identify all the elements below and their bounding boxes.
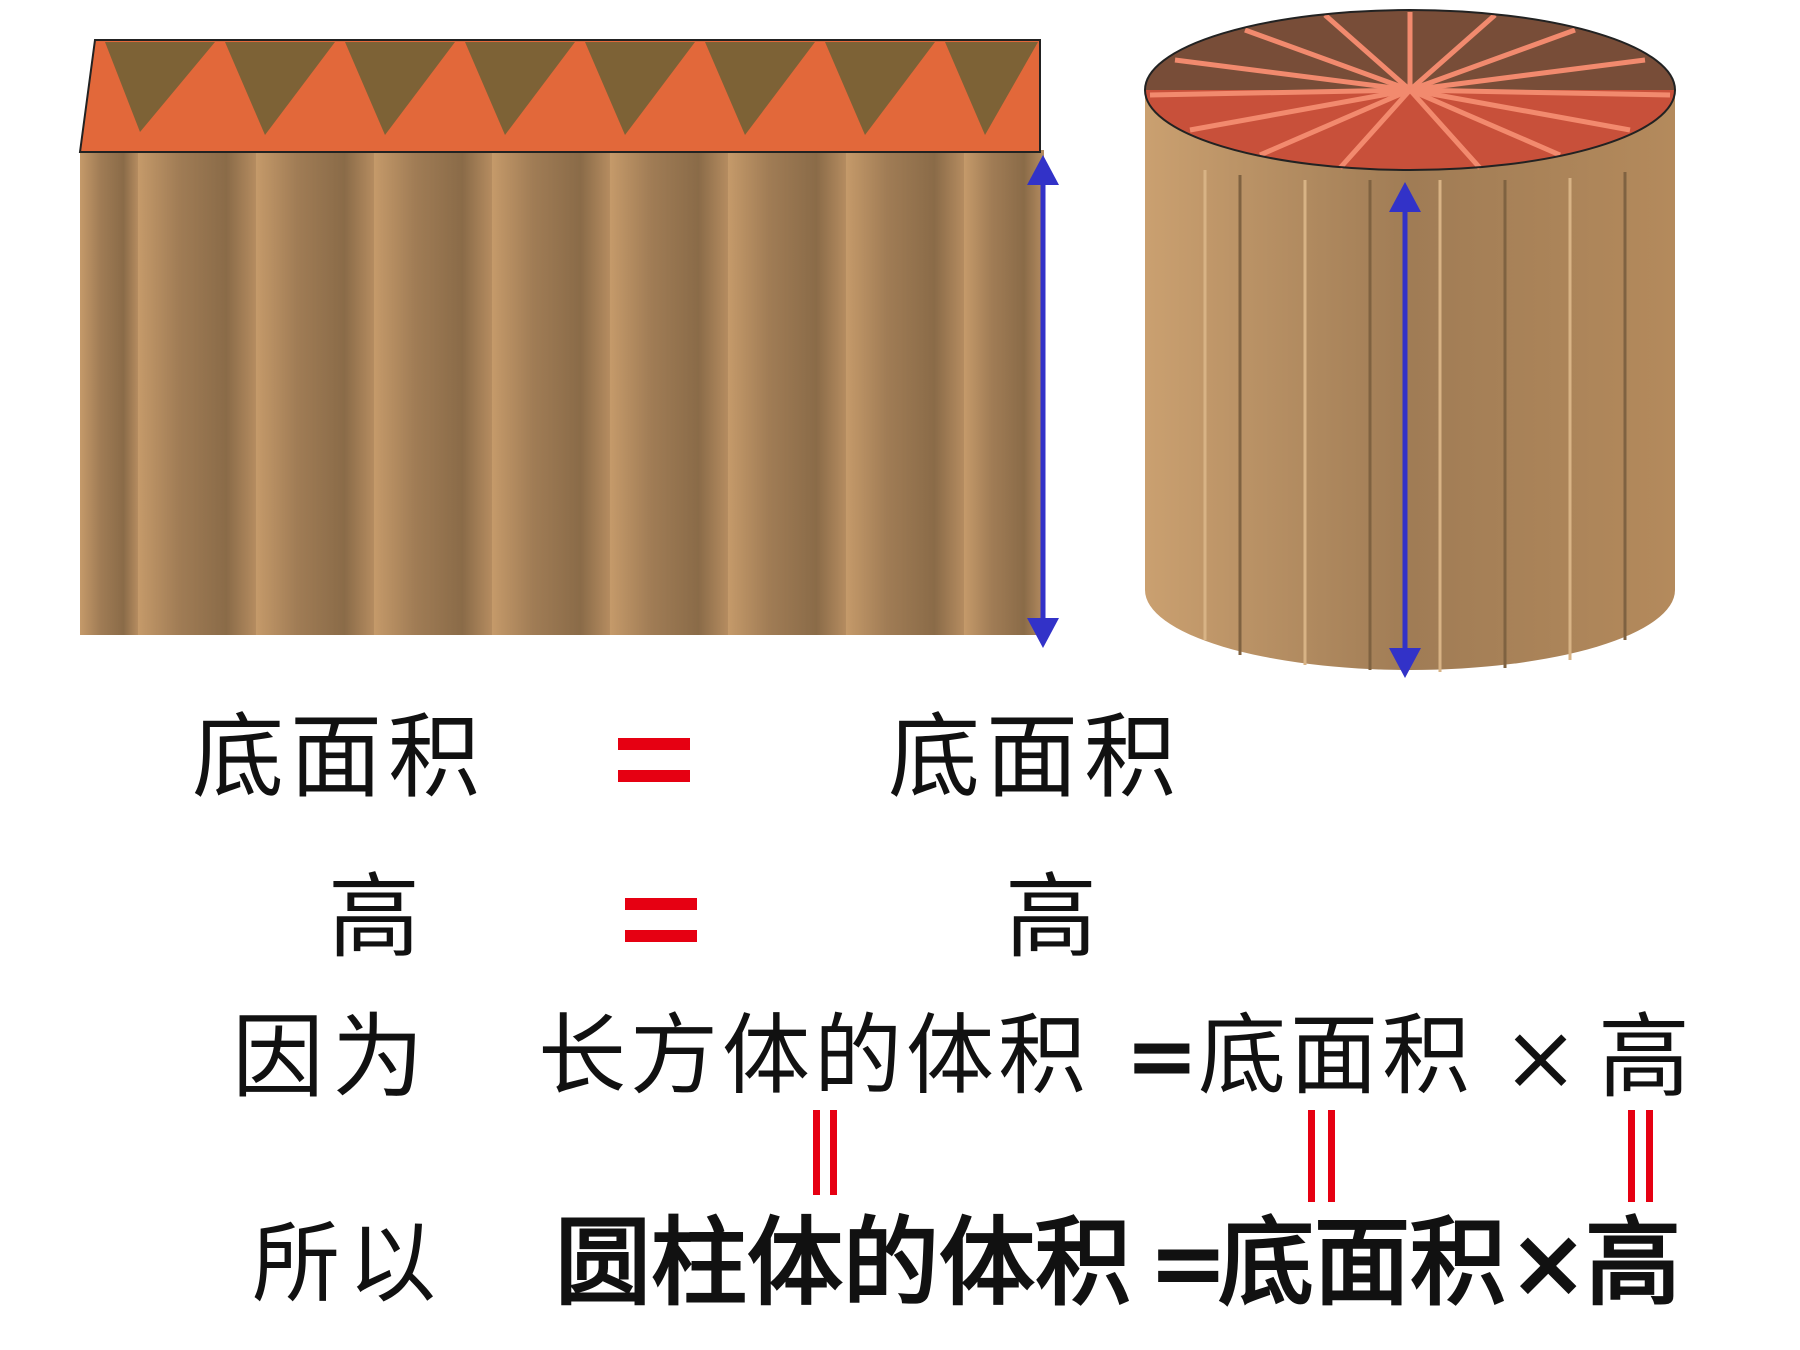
link-volume-bar-2 (830, 1110, 837, 1195)
cuboid-front (80, 150, 1044, 660)
cuboid-top (78, 39, 1041, 153)
row2-right-height: 高 (1005, 864, 1098, 971)
link-base-area-bar-1 (1308, 1110, 1315, 1202)
row2-left-height: 高 (328, 864, 421, 971)
row3-because: 因为 (232, 1004, 433, 1111)
row2-equals-top (625, 898, 697, 910)
row2-equals-bottom (625, 930, 697, 942)
cuboid-height-arrow (1027, 155, 1059, 648)
link-height-bar-1 (1628, 1110, 1635, 1202)
cylinder-height-arrow (1389, 182, 1421, 678)
row4-therefore: 所以 (252, 1212, 445, 1315)
row4-cylinder-volume: 圆柱体的体积 (555, 1207, 1131, 1319)
row4-times: × (1508, 1207, 1589, 1319)
row3-cuboid-volume: 长方体的体积 (538, 1004, 1091, 1107)
cylinder-top (1144, 9, 1676, 171)
row3-times: × (1502, 1004, 1580, 1111)
row1-equals-bottom (618, 770, 690, 782)
row1-left-base-area: 底面积 (192, 704, 487, 811)
link-height-bar-2 (1646, 1110, 1653, 1202)
row3-equals: = (1125, 1004, 1199, 1107)
link-base-area-bar-2 (1328, 1110, 1335, 1202)
row1-right-base-area: 底面积 (888, 704, 1183, 811)
row3-base-area: 底面积 (1198, 1004, 1475, 1107)
cylinder-body (1145, 90, 1675, 672)
row4-base-area: 底面积 (1218, 1207, 1506, 1319)
link-volume-bar-1 (813, 1110, 820, 1195)
row4-equals: = (1148, 1207, 1229, 1319)
row3-height: 高 (1598, 1004, 1691, 1111)
row4-height: 高 (1585, 1207, 1681, 1319)
row1-equals-top (618, 738, 690, 750)
